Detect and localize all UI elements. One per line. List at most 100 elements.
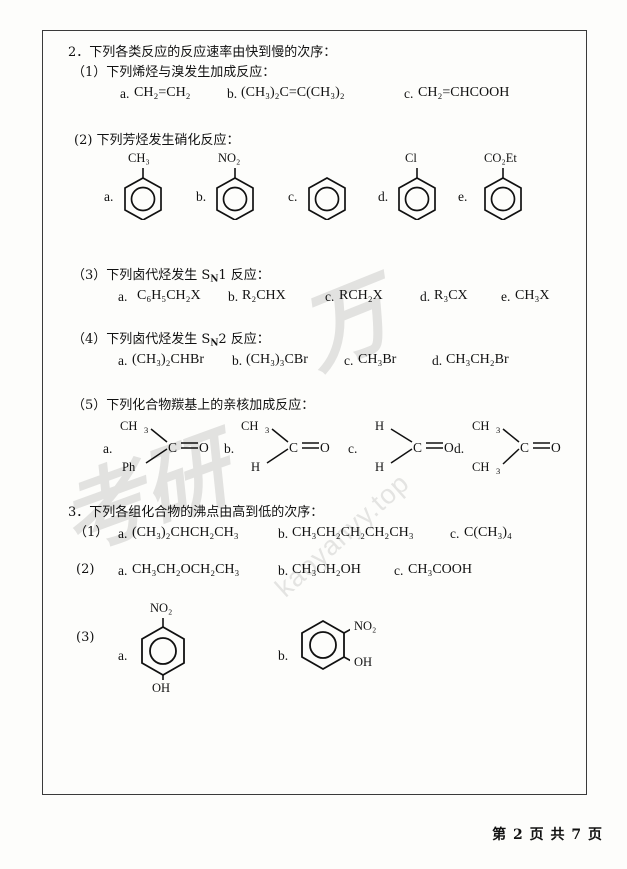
q2-part3-label-head: （3）下列卤代烃发生 S <box>72 268 211 283</box>
q3-part3-option-a-key: a. <box>118 648 128 663</box>
q2-part2-option-c-key: c. <box>288 189 298 204</box>
benzene-ring-icon <box>120 168 166 220</box>
svg-text:3: 3 <box>496 425 500 435</box>
svg-text:C: C <box>413 440 422 455</box>
q3-part2-option-b-formula: CH₃CH₂OH <box>292 562 361 577</box>
q2-part5-option-d-key: d. <box>454 441 465 456</box>
q2-part4-label-tail: 2 反应： <box>218 332 270 347</box>
q2-part1-option-b-key: b. <box>227 86 238 101</box>
carbonyl-structure-d: CH 3 CH 3 C O <box>470 418 578 476</box>
q3-part1-option-c-formula: C(CH₃)₄ <box>464 525 512 540</box>
carbonyl-structure-a: CH 3 Ph C O <box>118 418 226 474</box>
carbonyl-d-bottom-label: CH <box>472 460 489 474</box>
para-nitrophenol-ring-icon <box>136 618 190 680</box>
benzene-ring-icon <box>304 168 350 220</box>
q3-part3-option-a-bottom-label: OH <box>152 681 171 695</box>
svg-text:3: 3 <box>144 425 148 435</box>
carbonyl-a-bottom-label: Ph <box>122 460 136 474</box>
q3-part3-option-b-bottom-label: OH <box>354 655 373 669</box>
question-3-heading: 3．下列各组化合物的沸点由高到低的次序： <box>68 505 324 520</box>
q3-part1-option-a-formula: (CH₃)₂CHCH₂CH₃ <box>132 525 239 540</box>
svg-text:O: O <box>320 440 330 455</box>
q2-part5-option-a-key: a. <box>103 441 113 456</box>
q3-part2-option-a-formula: CH₃CH₂OCH₂CH₃ <box>132 562 240 577</box>
benzene-ring-icon <box>394 168 440 220</box>
q2-part4-option-c-formula: CH₃Br <box>358 352 397 367</box>
ortho-nitrophenol-ring-icon <box>296 616 354 678</box>
q2-part3-option-c-key: c. <box>325 289 335 304</box>
q2-part4-option-a-formula: (CH₃)₂CHBr <box>132 352 204 367</box>
q3-part1-option-a-key: a. <box>118 526 128 541</box>
q2-part4-label-sub: N <box>210 338 219 349</box>
q2-part4-option-d-formula: CH₃CH₂Br <box>446 352 509 367</box>
q2-part3-option-e-formula: CH₃X <box>515 288 550 303</box>
q2-part4-option-c-key: c. <box>344 353 354 368</box>
q3-part2-option-a-key: a. <box>118 563 128 578</box>
q3-part2-option-b-key: b. <box>278 563 289 578</box>
q2-part2-option-a-key: a. <box>104 189 114 204</box>
svg-text:C: C <box>520 440 529 455</box>
q2-part3-option-a-key: a. <box>118 289 128 304</box>
q2-part5-option-b-key: b. <box>224 441 235 456</box>
q2-part1-option-a-formula: CH₂=CH₂ <box>134 85 191 100</box>
q3-part3-label: (3) <box>76 630 95 645</box>
q2-part2-label: (2) 下列芳烃发生硝化反应： <box>74 133 240 148</box>
q3-part2-option-c-key: c. <box>394 563 404 578</box>
q3-part1-option-b-formula: CH₃CH₂CH₂CH₂CH₃ <box>292 525 414 540</box>
q2-part3-option-d-key: d. <box>420 289 431 304</box>
q2-part3-option-d-formula: R₃CX <box>434 288 468 303</box>
question-2-heading: 2．下列各类反应的反应速率由快到慢的次序： <box>68 45 337 60</box>
svg-text:C: C <box>168 440 177 455</box>
q2-part4-option-b-key: b. <box>232 353 243 368</box>
q2-part2-option-b-substituent: NO₂ <box>218 151 241 165</box>
svg-text:3: 3 <box>265 425 269 435</box>
q3-part3-option-b-top-label: NO₂ <box>354 619 377 633</box>
q3-part2-option-c-formula: CH₃COOH <box>408 562 472 577</box>
q2-part3-label: （3）下列卤代烃发生 SN1 反应： <box>72 268 270 285</box>
page-border <box>42 30 587 795</box>
q3-part1-option-c-key: c. <box>450 526 460 541</box>
carbonyl-c-top-label: H <box>375 419 384 433</box>
q2-part3-label-sub: N <box>210 274 219 285</box>
carbonyl-b-top-label: CH <box>241 419 258 433</box>
q2-part1-option-c-key: c. <box>404 86 414 101</box>
q2-part5-option-c-key: c. <box>348 441 358 456</box>
carbonyl-b-bottom-label: H <box>251 460 260 474</box>
q2-part1-option-b-formula: (CH₃)₂C=C(CH₃)₂ <box>241 85 345 100</box>
q3-part1-option-b-key: b. <box>278 526 289 541</box>
q2-part3-option-b-key: b. <box>228 289 239 304</box>
q2-part3-option-b-formula: R₂CHX <box>242 288 286 303</box>
svg-text:O: O <box>199 440 209 455</box>
q2-part2-option-e-key: e. <box>458 189 468 204</box>
q2-part2-option-a-substituent: CH₃ <box>128 151 150 165</box>
q3-part3-option-b-key: b. <box>278 648 289 663</box>
svg-text:3: 3 <box>496 466 500 476</box>
q2-part3-option-c-formula: RCH₂X <box>339 288 383 303</box>
q2-part4-option-b-formula: (CH₃)₃CBr <box>246 352 308 367</box>
q2-part1-option-c-formula: CH₂=CHCOOH <box>418 85 510 100</box>
q2-part4-option-d-key: d. <box>432 353 443 368</box>
q2-part3-label-tail: 1 反应： <box>218 268 270 283</box>
carbonyl-a-top-label: CH <box>120 419 137 433</box>
q2-part4-label: （4）下列卤代烃发生 SN2 反应： <box>72 332 270 349</box>
svg-text:O: O <box>551 440 561 455</box>
q2-part2-option-b-key: b. <box>196 189 207 204</box>
q2-part1-label: （1）下列烯烃与溴发生加成反应： <box>72 65 276 80</box>
benzene-ring-icon <box>480 168 526 220</box>
q2-part3-option-e-key: e. <box>501 289 511 304</box>
q2-part3-option-a-formula: C₆H₅CH₂X <box>137 288 201 303</box>
q2-part2-option-d-substituent: Cl <box>405 151 417 165</box>
q2-part2-option-e-substituent: CO₂Et <box>484 151 517 165</box>
svg-text:O: O <box>444 440 454 455</box>
q3-part2-label: (2) <box>76 562 95 577</box>
carbonyl-structure-c: H H C O <box>363 418 471 474</box>
q2-part4-option-a-key: a. <box>118 353 128 368</box>
q2-part4-label-head: （4）下列卤代烃发生 S <box>72 332 211 347</box>
carbonyl-structure-b: CH 3 H C O <box>239 418 347 474</box>
carbonyl-d-top-label: CH <box>472 419 489 433</box>
benzene-ring-icon <box>212 168 258 220</box>
q3-part3-option-a-top-label: NO₂ <box>150 601 173 615</box>
q2-part5-label: （5）下列化合物羰基上的亲核加成反应： <box>72 398 315 413</box>
